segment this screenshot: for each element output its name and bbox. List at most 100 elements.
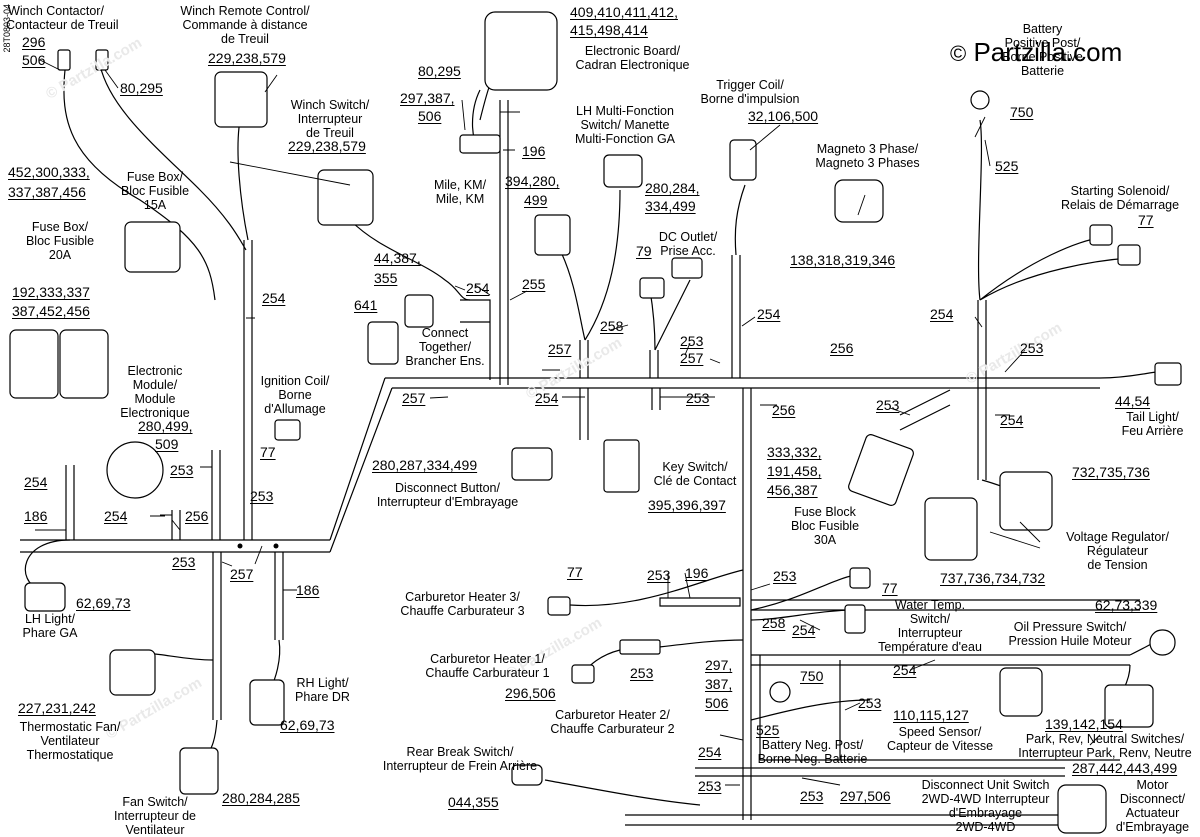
ref-number: 80,295: [418, 63, 461, 79]
part-fuse-block: [848, 434, 914, 506]
part-electronic-module: [106, 441, 164, 499]
part-dc-outlet: [671, 257, 703, 279]
ref-number: 506: [705, 695, 729, 711]
ref-number: 257: [402, 390, 426, 406]
harness-left-stub: [65, 450, 221, 540]
ref-number: 80,295: [120, 80, 163, 96]
ref-number: 254: [930, 306, 954, 322]
ref-number: 641: [354, 297, 378, 313]
part-winch-contactor-b: [95, 49, 109, 71]
ref-number: 253: [680, 333, 704, 349]
label-oil-pressure: Oil Pressure Switch/Pression Huile Moteu…: [1008, 620, 1132, 648]
part-44387: [404, 294, 434, 328]
harness-fuse-branch: [579, 388, 661, 440]
ref-number: 525: [995, 158, 1019, 174]
ref-number: 258: [600, 318, 624, 334]
ref-number: 257: [680, 350, 704, 366]
ref-number: 296: [22, 34, 46, 50]
part-rh-light: [249, 679, 285, 726]
ref-number: 254: [893, 662, 917, 678]
part-carb2-tube: [619, 639, 661, 655]
harness-right-rails: [751, 599, 1140, 666]
part-water-temp-b: [844, 604, 866, 634]
ref-number: 253: [800, 788, 824, 804]
ref-number: 62,69,73: [280, 717, 335, 733]
part-thermo-fan: [109, 649, 156, 696]
label-mile: Mile, KM/Mile, KM: [433, 178, 487, 206]
ref-number: 409,410,411,412,: [570, 4, 678, 20]
ref-number: 253: [858, 695, 882, 711]
ref-number: 499: [524, 192, 548, 208]
ref-number: 196: [522, 143, 546, 159]
ref-number: 62,69,73: [76, 595, 131, 611]
ref-number: 254: [104, 508, 128, 524]
label-rear-brake: Rear Break Switch/Interrupteur de Frein …: [382, 745, 538, 773]
harness-mid-box: [659, 597, 741, 607]
ref-number: 387,452,456: [12, 303, 90, 319]
ref-number: 110,115,127: [893, 707, 969, 723]
part-79: [639, 277, 665, 299]
harness-diag: [329, 377, 393, 553]
ref-number: 355: [374, 270, 398, 286]
part-speed-sensor: [999, 667, 1043, 717]
ref-number: 257: [230, 566, 254, 582]
part-carb3: [547, 596, 571, 616]
ref-number: 79: [636, 243, 652, 259]
part-mile: [459, 134, 501, 154]
label-dc-outlet: DC Outlet/Prise Acc.: [658, 230, 718, 258]
part-641: [367, 321, 399, 365]
ref-number: 229,238,579: [288, 138, 366, 154]
harness-upper: [385, 377, 1100, 389]
ref-number: 456,387: [767, 482, 818, 498]
ref-number: 229,238,579: [208, 50, 286, 66]
ref-number: 253: [876, 397, 900, 413]
ref-number: 395,396,397: [648, 497, 726, 513]
part-fuse20-a: [9, 329, 59, 399]
part-battery-pos: [970, 90, 990, 110]
ref-number: 253: [686, 390, 710, 406]
part-394-connector: [534, 214, 571, 256]
ref-number: 253: [773, 568, 797, 584]
label-carb3: Carburetor Heater 3/Chauffe Carburateur …: [400, 590, 525, 618]
ref-number: 287,442,443,499: [1072, 760, 1178, 776]
label-battery-negative: Battery Neg. Post/Borne Neg. Batterie: [757, 738, 868, 766]
ref-number: 253: [250, 488, 274, 504]
ref-number: 415,498,414: [570, 22, 648, 38]
harness-lower-left: [274, 552, 284, 640]
ref-number: 750: [1010, 104, 1034, 120]
ref-number: 280,287,334,499: [372, 457, 478, 473]
part-winch-remote: [214, 71, 268, 128]
harness-bottom: [625, 814, 1065, 826]
ref-number: 192,333,337: [12, 284, 90, 300]
ref-number: 254: [466, 280, 490, 296]
ref-number: 255: [522, 276, 546, 292]
ref-number: 280,284,: [645, 180, 700, 196]
label-rh-light: RH Light/Phare DR: [295, 676, 350, 704]
ref-number: 138,318,319,346: [790, 252, 896, 268]
harness-b-col: [579, 255, 741, 378]
ref-number: 256: [830, 340, 854, 356]
ref-number: 256: [185, 508, 209, 524]
ref-number: 227,231,242: [18, 700, 96, 716]
part-lh-light: [24, 582, 66, 612]
harness-right-mid: [742, 388, 752, 820]
ref-number: 254: [535, 390, 559, 406]
ref-number: 394,280,: [505, 173, 560, 189]
label-carb2: Carburetor Heater 2/Chauffe Carburateur …: [550, 708, 675, 736]
label-tail-light: Tail Light/Feu Arrière: [1121, 410, 1184, 438]
harness-upper-vert: [499, 100, 509, 385]
ref-number: 253: [1020, 340, 1044, 356]
ref-number: 297,506: [840, 788, 891, 804]
ref-number: 044,355: [448, 794, 499, 810]
ref-number: 280,499,: [138, 418, 193, 434]
